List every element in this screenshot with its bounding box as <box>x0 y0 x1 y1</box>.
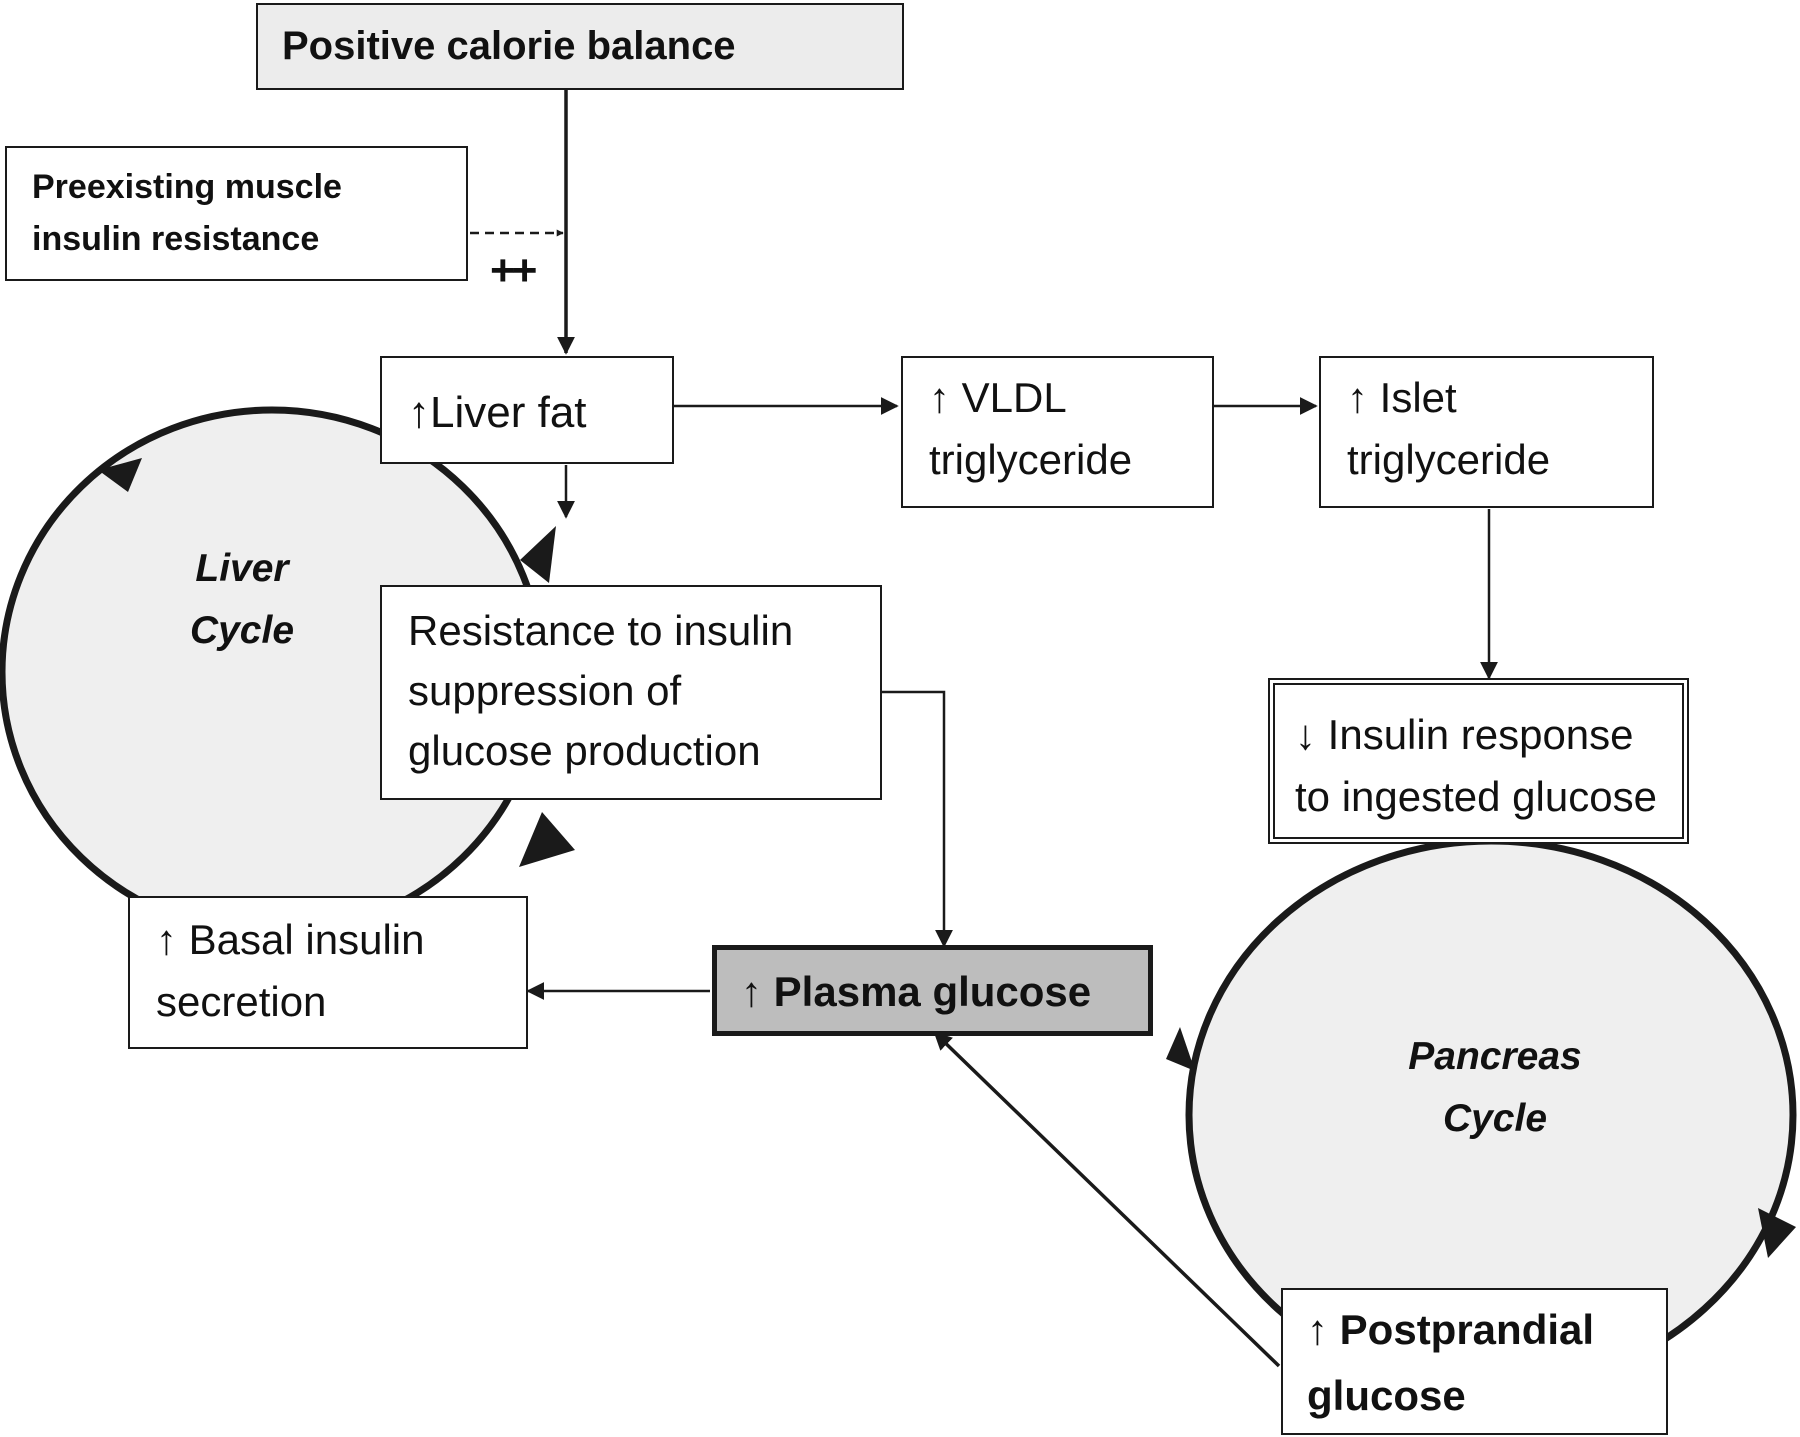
resistance-line2: suppression of <box>408 667 682 714</box>
insulin-response-box: ↓ Insulin response to ingested glucose <box>1268 678 1689 844</box>
islet-triglyceride-line2: triglyceride <box>1347 436 1551 483</box>
arrow-resistance-to-plasma <box>881 690 953 948</box>
vldl-triglyceride-box: ↑ VLDL triglyceride <box>901 356 1214 508</box>
islet-triglyceride-box: ↑ Islet triglyceride <box>1319 356 1654 508</box>
pancreas-cycle-arrowhead-left <box>1166 1027 1195 1071</box>
liver-cycle-label: Liver Cycle <box>162 538 322 663</box>
vldl-triglyceride-line1: ↑ VLDL <box>929 374 1067 421</box>
islet-triglyceride-line1: ↑ Islet <box>1347 374 1457 421</box>
liver-cycle-arrowhead-right <box>520 526 556 583</box>
basal-insulin-secretion-box: ↑ Basal insulin secretion <box>128 896 528 1049</box>
basal-insulin-line1: ↑ Basal insulin <box>156 916 425 963</box>
liver-cycle-arrowhead-top <box>98 458 142 492</box>
postprandial-line1: ↑ Postprandial <box>1307 1306 1595 1353</box>
insulin-response-line2: to ingested glucose <box>1295 773 1657 820</box>
postprandial-line2: glucose <box>1307 1372 1466 1419</box>
resistance-to-insulin-box: Resistance to insulin suppression of glu… <box>380 585 882 800</box>
plasma-glucose-label: ↑ Plasma glucose <box>741 968 1092 1015</box>
postprandial-glucose-box: ↑ Postprandial glucose <box>1281 1288 1668 1435</box>
arrow-postprandial-to-plasma <box>933 1031 1281 1368</box>
positive-calorie-balance-label: Positive calorie balance <box>282 24 736 68</box>
insulin-response-line1: ↓ Insulin response <box>1295 711 1634 758</box>
resistance-line1: Resistance to insulin <box>408 607 794 654</box>
pancreas-cycle-label-line1: Pancreas <box>1408 1035 1582 1078</box>
muscle-insulin-resistance-line1: Preexisting muscle <box>32 168 342 206</box>
liver-cycle-label-line2: Cycle <box>189 609 295 653</box>
plasma-glucose-box: ↑ Plasma glucose <box>712 945 1153 1036</box>
synergy-plus-sign: ++ <box>490 246 537 295</box>
liver-fat-box: ↑Liver fat <box>380 356 674 464</box>
liver-fat-label: ↑Liver fat <box>408 388 587 437</box>
resistance-line3: glucose production <box>408 727 761 774</box>
liver-cycle-arrowhead-bottom <box>519 812 575 867</box>
pancreas-cycle-arrowhead-right <box>1758 1208 1796 1258</box>
basal-insulin-line2: secretion <box>156 978 327 1025</box>
vldl-triglyceride-line2: triglyceride <box>929 436 1133 483</box>
pancreas-cycle-label-line2: Cycle <box>1442 1097 1548 1141</box>
pancreas-cycle-label: Pancreas Cycle <box>1380 1026 1610 1151</box>
muscle-insulin-resistance-line2: insulin resistance <box>32 220 320 258</box>
muscle-insulin-resistance-box: Preexisting muscle insulin resistance <box>5 146 468 281</box>
liver-cycle-label-line1: Liver <box>195 547 289 590</box>
positive-calorie-balance-box: Positive calorie balance <box>256 3 904 90</box>
